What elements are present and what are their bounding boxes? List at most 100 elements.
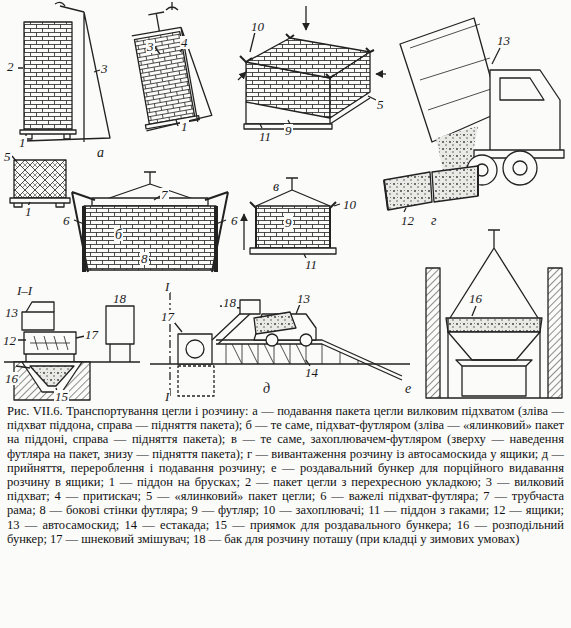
herringbone-pack-part (14, 160, 66, 198)
callout-number: 15 (54, 390, 69, 403)
case-grab-bottom-part (256, 178, 330, 206)
dump-truck (400, 18, 564, 185)
dump-truck-part (513, 161, 527, 175)
case-gripper-part (84, 206, 216, 270)
case-grab-bottom-part (243, 214, 244, 250)
callout-number: 10 (250, 20, 265, 33)
dump-truck-part (490, 70, 560, 156)
mortar-boxes-part (384, 166, 478, 210)
dump-truck-part (492, 48, 500, 64)
panel-letter: а (96, 146, 105, 159)
elevation-view-part (174, 304, 310, 366)
distribution-bunker-part (448, 332, 540, 360)
callout-number: 1 (180, 120, 189, 133)
case-gripper-part (72, 192, 228, 272)
case-gripper-part (144, 172, 156, 184)
callout-number: 13 (496, 34, 511, 47)
elevation-view-part (186, 340, 204, 358)
section-view-part (106, 306, 134, 344)
case-grab-bottom-part (250, 248, 336, 254)
case-grab-bottom-part (284, 204, 340, 258)
elevation-view-part (226, 344, 358, 364)
callout-number: 14 (304, 366, 319, 379)
elevation-view-part (216, 340, 402, 380)
mortar-boxes-part (384, 172, 432, 210)
callout-number: 5 (3, 150, 12, 163)
distribution-bunker-part (472, 306, 476, 316)
callout-number: 16 (4, 372, 19, 385)
fork-lift-left-part (20, 130, 76, 134)
herringbone-pack (10, 156, 70, 207)
case-gripper-part (92, 198, 208, 206)
section-view-part (16, 334, 94, 394)
figure-title: Рис. VII.6. Транспортування цегли і розч… (7, 404, 248, 418)
elevation-view (150, 292, 410, 398)
elevation-view-part (266, 334, 278, 346)
callout-number: 13 (4, 306, 19, 319)
elevation-view-part (169, 292, 170, 398)
distribution-bunker-part (548, 268, 562, 398)
hook (166, 2, 178, 10)
callout-number: 3 (100, 62, 109, 75)
section-view-part (24, 332, 76, 354)
elevation-view-part (178, 366, 214, 396)
fork-lift-left-part (24, 2, 110, 142)
case-gripper-part (74, 196, 226, 260)
fork-lift-right-part (134, 32, 194, 125)
dump-truck-part (503, 151, 537, 185)
fork-lift-right-part (130, 25, 213, 131)
fork-lift-right (127, 7, 213, 131)
distribution-bunker-part (456, 360, 532, 366)
illustration-part (4, 2, 564, 400)
case-grab-bottom-part (250, 202, 336, 252)
case-grab-top-part (246, 98, 370, 124)
callout-number: 7 (160, 188, 169, 201)
caption-text: а — подавання пакета цегли вилковим підх… (7, 404, 564, 546)
fork-lift-left-part (18, 68, 100, 72)
callout-number: 6 (62, 214, 71, 227)
callout-number: 11 (258, 130, 272, 143)
herringbone-pack-part (10, 198, 70, 203)
fork-lift-left-part (24, 22, 72, 130)
fork-lift-left (18, 2, 110, 142)
mortar-boxes-part (404, 208, 406, 212)
callout-number: 1 (24, 205, 33, 218)
callout-number: 9 (284, 124, 293, 137)
distribution-bunker-part (440, 318, 548, 398)
callout-number: 12 (400, 214, 415, 227)
herringbone-pack-part (12, 156, 64, 207)
case-grab-top-part (240, 34, 374, 78)
case-gripper-part (84, 206, 216, 272)
case-gripper (72, 172, 228, 272)
callout-number: 6 (230, 214, 239, 227)
callout-number: 3 (146, 40, 155, 53)
case-grab-top-part (238, 72, 246, 80)
case-grab-top-part (250, 28, 376, 128)
case-grab-top-part (330, 52, 370, 118)
dump-truck-part (400, 18, 500, 142)
section-view (4, 302, 140, 400)
distribution-bunker-part (426, 268, 440, 398)
callout-number: I (164, 280, 170, 293)
callout-number: 8 (140, 252, 149, 265)
case-grab-top-part (376, 73, 386, 74)
fork-lift-left-part (26, 134, 70, 139)
distribution-bunker-part (462, 366, 526, 396)
callout-number: 5 (376, 98, 385, 111)
callout-number: 9 (284, 216, 293, 229)
callout-number: 10 (342, 198, 357, 211)
case-grab-top-part (305, 6, 306, 30)
elevation-view-part (240, 300, 260, 314)
leader-line (154, 46, 184, 126)
mortar-boxes-part (432, 166, 478, 202)
callout-number: 17 (84, 328, 99, 341)
figure-caption: Рис. VII.6. Транспортування цегли і розч… (7, 404, 564, 546)
case-grab-bottom (244, 178, 340, 258)
elevation-view-part (254, 312, 296, 334)
callout-number: 1 (18, 136, 27, 149)
panel-letter: д (262, 382, 271, 395)
distribution-bunker (426, 230, 562, 398)
callout-number: 13 (296, 292, 311, 305)
callout-number: 17 (160, 310, 175, 323)
